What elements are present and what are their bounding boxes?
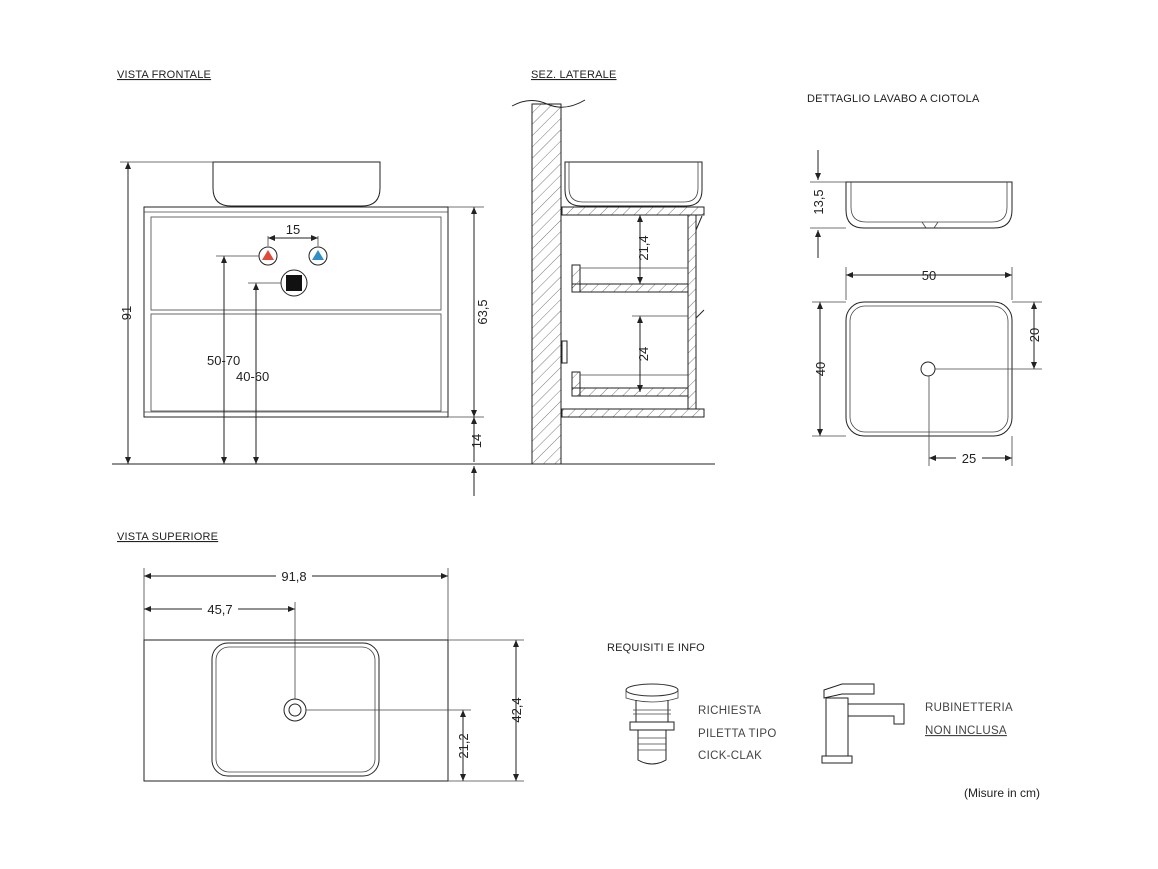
info-title: REQUISITI E INFO xyxy=(607,642,705,654)
top-slab xyxy=(143,639,449,782)
drain-req-line1: RICHIESTA xyxy=(698,705,761,717)
click-clack-drain-icon xyxy=(625,683,679,765)
dim-tap-spacing: 15 xyxy=(286,222,300,237)
front-view-title: VISTA FRONTALE xyxy=(117,69,211,81)
dim-top-width: 91,8 xyxy=(281,569,306,584)
units-footnote: (Misure in cm) xyxy=(964,786,1040,800)
drain-req-line3: CICK-CLAK xyxy=(698,750,762,762)
dim-top-depth: 42,4 xyxy=(509,697,524,722)
top-view-title: VISTA SUPERIORE xyxy=(117,531,218,543)
drain-icon xyxy=(280,269,308,297)
dim-drain-height: 40-60 xyxy=(236,369,269,384)
hot-water-icon xyxy=(258,246,278,266)
side-section: SEZ. LATERALE 21,4 xyxy=(511,69,705,465)
dim-top-half-width: 45,7 xyxy=(207,602,232,617)
dim-bowl-width: 50 xyxy=(922,268,936,283)
top-view: VISTA SUPERIORE 91,8 45,7 42,4 21,2 xyxy=(117,531,524,782)
bowl-elevation xyxy=(845,181,1013,229)
cold-water-icon xyxy=(308,246,328,266)
bowl-front xyxy=(212,161,381,207)
dim-bowl-depth: 40 xyxy=(813,362,828,376)
wall xyxy=(531,103,562,465)
cabinet-front xyxy=(143,206,449,418)
bowl-side xyxy=(564,161,703,207)
dim-lower-drawer: 24 xyxy=(636,347,651,361)
dim-floor-gap: 14 xyxy=(469,434,484,448)
drain-req-line2: PILETTA TIPO xyxy=(698,728,777,740)
dim-upper-drawer: 21,4 xyxy=(636,235,651,260)
requirements-info: REQUISITI E INFO RICHIESTA PILETTA TIPO … xyxy=(607,642,1040,800)
tap-note-line2: NON INCLUSA xyxy=(925,725,1007,737)
dim-total-height: 91 xyxy=(119,306,134,320)
bowl-drain-top xyxy=(283,698,307,722)
cabinet-section xyxy=(561,206,705,418)
dim-top-half-depth: 21,2 xyxy=(456,733,471,758)
bowl-drain xyxy=(920,361,936,377)
bowl-detail: DETTAGLIO LAVABO A CIOTOLA 13,5 50 40 20 xyxy=(807,93,1042,466)
side-view-title: SEZ. LATERALE xyxy=(531,69,617,81)
bowl-top xyxy=(211,642,380,777)
dim-drain-offset: 25 xyxy=(962,451,976,466)
tap-note-line1: RUBINETTERIA xyxy=(925,702,1013,714)
dim-cabinet-height: 63,5 xyxy=(475,299,490,324)
dim-drain-depth: 20 xyxy=(1027,328,1042,342)
front-view: VISTA FRONTALE 15 xyxy=(112,69,715,496)
wall-break xyxy=(511,99,586,108)
dim-bowl-height: 13,5 xyxy=(811,189,826,214)
mixer-tap-icon xyxy=(821,683,905,764)
bowl-detail-title: DETTAGLIO LAVABO A CIOTOLA xyxy=(807,93,980,105)
dim-hot-water: 50-70 xyxy=(207,353,240,368)
